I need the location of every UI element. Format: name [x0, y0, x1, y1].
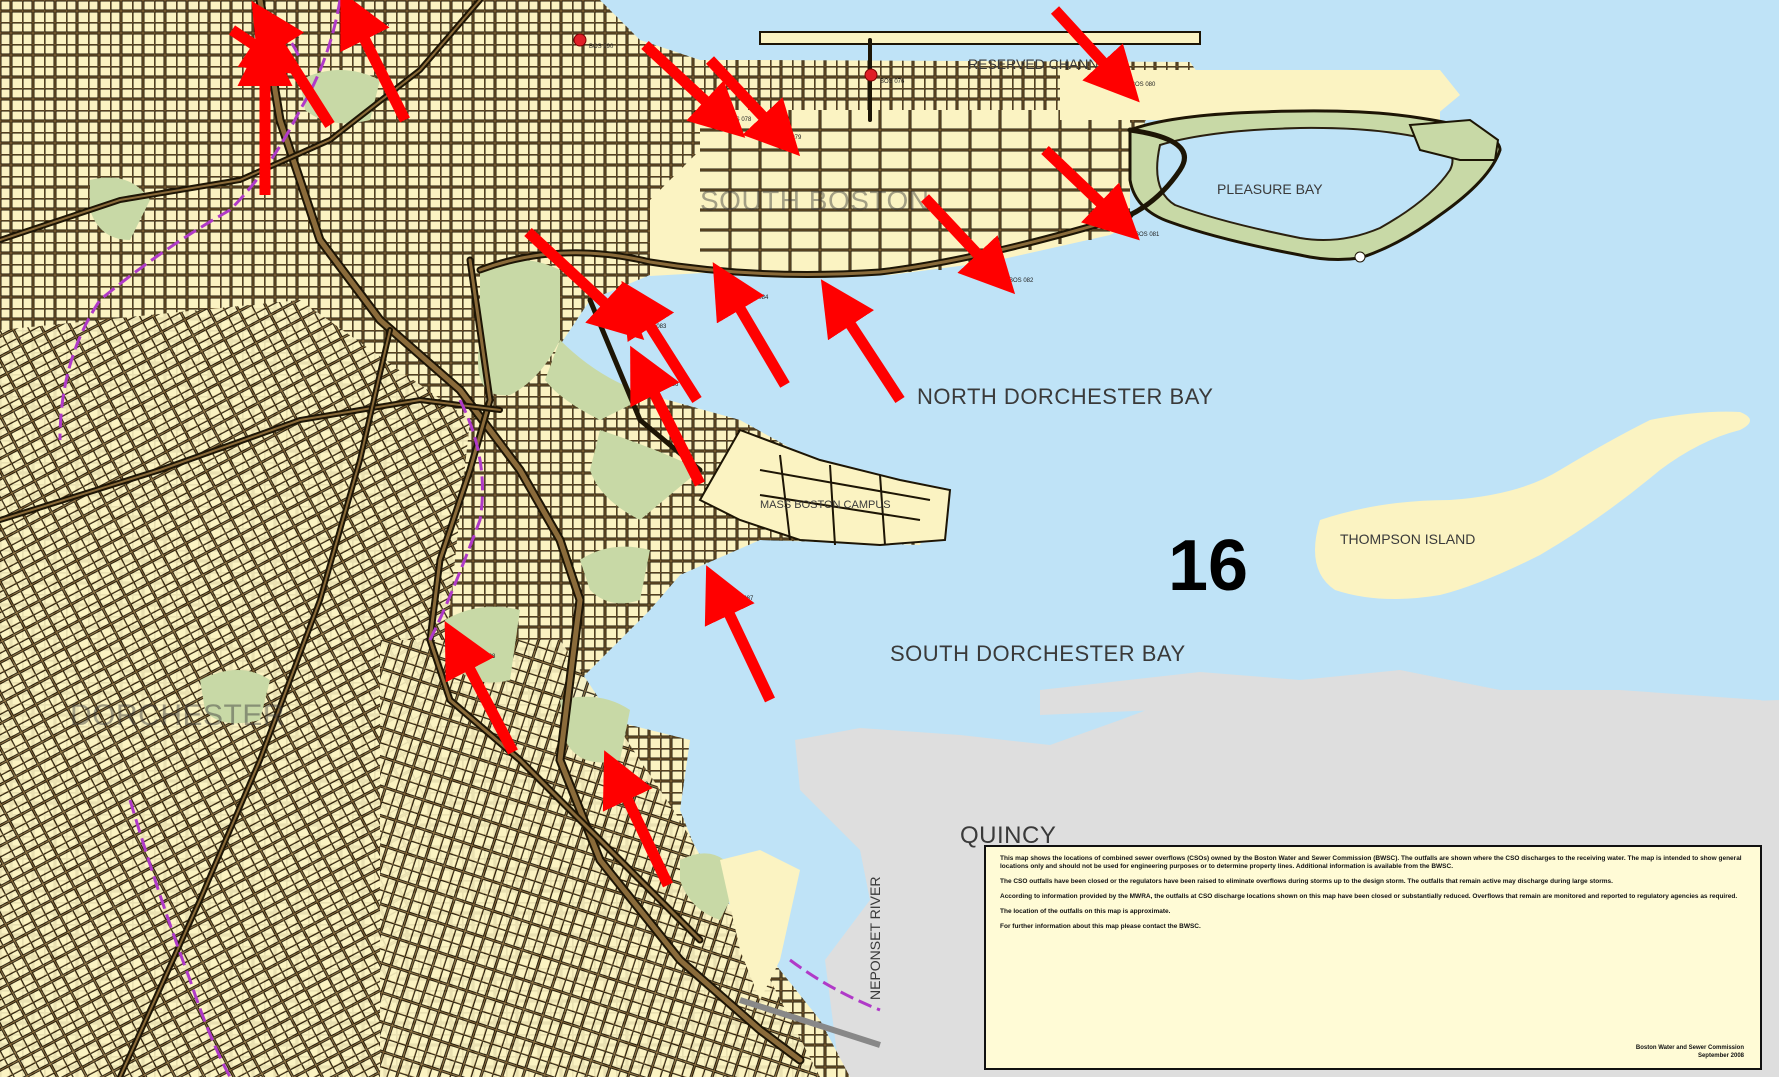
- red-arrow: [444, 620, 518, 755]
- legend-paragraph: The CSO outfalls have been closed or the…: [1000, 878, 1613, 885]
- red-arrow: [704, 565, 775, 703]
- red-arrow: [705, 56, 801, 157]
- outfall-marker: [761, 124, 775, 138]
- outfall-code: BOS 076: [880, 79, 905, 85]
- red-arrow: [920, 194, 1016, 295]
- sheet-number: 16: [1168, 526, 1248, 606]
- columbia-point: [698, 428, 952, 547]
- outfall-code: BOS 080: [1131, 82, 1156, 88]
- red-arrow: [524, 227, 645, 340]
- map-labels: RESERVED CHANNEL PLEASURE BAY SOUTH BOST…: [70, 56, 1475, 1000]
- outfall-code: BOS 072: [365, 24, 390, 30]
- pleasure-bay-loop: [1128, 109, 1502, 263]
- outfall-code: BOS 090: [589, 44, 614, 50]
- legend-credit-org: Boston Water and Sewer Commission: [1635, 1045, 1744, 1051]
- outfall-marker: [455, 643, 469, 657]
- label-thompson-island: THOMPSON ISLAND: [1340, 531, 1475, 547]
- outfall-marker: [1119, 221, 1133, 235]
- legend-paragraph: For further information about this map p…: [1000, 923, 1201, 930]
- red-arrow: [228, 21, 299, 75]
- red-arrow: [1050, 6, 1140, 103]
- outfall-marker: [728, 284, 742, 298]
- label-mass-boston: MASS BOSTON CAMPUS: [760, 499, 891, 511]
- label-pleasure-bay: PLEASURE BAY: [1217, 181, 1323, 197]
- outfall-marker: [573, 33, 587, 47]
- label-south-boston: SOUTH BOSTON: [700, 185, 930, 216]
- red-arrow: [630, 345, 705, 487]
- label-north-dorchester-bay: NORTH DORCHESTER BAY: [917, 384, 1213, 409]
- outfall-marker: [608, 771, 622, 785]
- outfall-code: BOS 087: [729, 596, 754, 602]
- label-reserved-channel: RESERVED CHANNEL: [968, 56, 1116, 72]
- outfall-marker: [1115, 71, 1129, 85]
- map-legend: This map shows the locations of combined…: [984, 845, 1762, 1070]
- outfall-marker: [626, 313, 640, 327]
- red-arrow: [340, 0, 410, 123]
- outfall-marker: [826, 296, 840, 310]
- outfall-marker: [711, 106, 725, 120]
- label-neponset-river: NEPONSET RIVER: [867, 877, 883, 1000]
- legend-paragraph: This map shows the locations of combined…: [1000, 855, 1742, 870]
- legend-paragraph: According to information provided by the…: [1000, 893, 1738, 900]
- label-dorchester: DORCHESTER: [70, 699, 285, 732]
- outfall-code: BOS 085: [842, 307, 867, 313]
- outfall-code: BOS 078: [727, 117, 752, 123]
- outfall-marker: [349, 13, 363, 27]
- legend-credit: Boston Water and Sewer Commission Septem…: [1636, 1044, 1744, 1060]
- arrows: [228, 0, 1140, 888]
- outfall-code: BOS 082: [1009, 278, 1034, 284]
- outfall-code: BOS 088: [471, 654, 496, 660]
- outfall-code: BOS 079: [777, 135, 802, 141]
- thompson-island: [1315, 411, 1750, 599]
- red-arrow: [641, 40, 746, 138]
- outfall-marker: [864, 68, 878, 82]
- outfall-code: BOS 081: [1135, 232, 1160, 238]
- outfall-marker: [713, 585, 727, 599]
- outfall-code: BOS 089: [624, 782, 649, 788]
- label-south-dorchester-bay: SOUTH DORCHESTER BAY: [890, 641, 1186, 666]
- legend-credit-date: September 2008: [1697, 1053, 1744, 1059]
- outfall-code: BOS 084: [744, 295, 769, 301]
- red-arrow: [712, 262, 790, 388]
- red-arrow: [1041, 146, 1140, 241]
- red-arrow: [602, 750, 673, 888]
- red-arrow: [820, 279, 905, 404]
- outfall-marker: [259, 23, 273, 37]
- outfall-marker: [255, 57, 269, 71]
- outfall-marker: [993, 267, 1007, 281]
- outfall-marker: [638, 371, 652, 385]
- outfall-code: BOS 086: [654, 382, 679, 388]
- legend-paragraph: The location of the outfalls on this map…: [1000, 908, 1171, 915]
- label-quincy: QUINCY: [960, 822, 1056, 849]
